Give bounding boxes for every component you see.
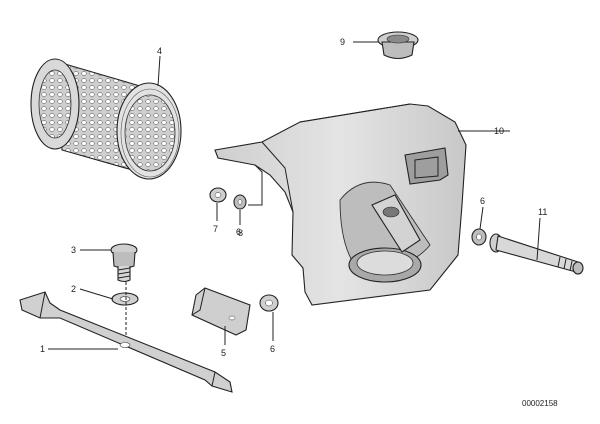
grommet-part [377,31,419,60]
callout-1: 1 [40,344,45,354]
washer-part-2 [111,292,139,306]
callout-6-lower: 6 [270,344,275,354]
nut-part-7 [209,187,227,203]
callout-7: 7 [213,224,218,234]
washer-part-6-right [471,228,487,246]
long-bolt-part [489,233,584,275]
callout-8: 8 [238,228,243,238]
callout-11: 11 [538,207,547,217]
blade-part [19,291,233,393]
washer-part-8 [259,294,279,312]
callout-3: 3 [71,245,76,255]
callout-labels: 1 2 3 4 5 6 6 6 7 8 9 10 11 [40,37,547,358]
callout-2: 2 [71,284,76,294]
callout-10: 10 [494,126,504,136]
callout-4: 4 [157,46,162,56]
callout-6-right: 6 [480,196,485,206]
air-filter-part [30,58,182,180]
cover-housing-part [214,103,467,306]
diagram-reference-number: 00002158 [522,399,558,408]
washer-part-6-upper [233,194,247,210]
callout-6-upper: 6 [236,227,241,237]
leader-lines [48,41,541,350]
callout-5: 5 [221,348,226,358]
callout-9: 9 [340,37,345,47]
bracket-plate-part [191,287,251,336]
bolt-part [110,243,138,283]
